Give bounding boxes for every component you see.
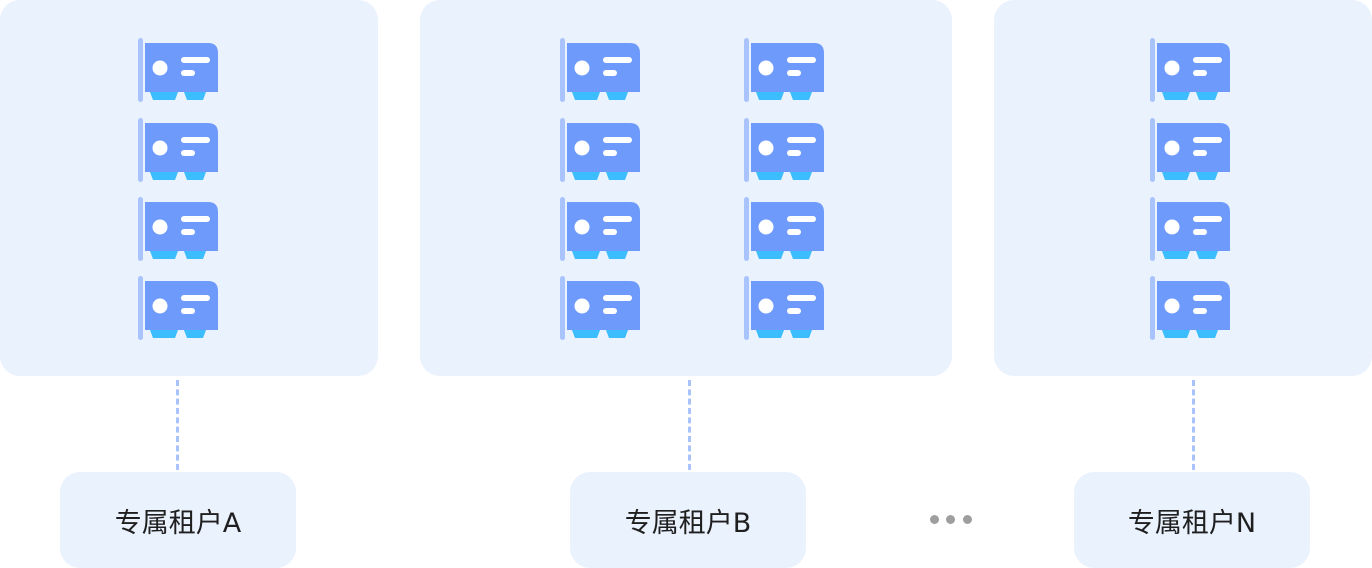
gpu-card-icon [744,276,826,342]
gpu-card-icon [560,197,642,263]
gpu-card-icon [744,197,826,263]
gpu-card-icon [1150,118,1232,184]
tenant-b-label: 专属租户B [570,472,806,568]
dot [963,515,972,524]
pool-b [420,0,952,376]
gpu-card-icon [1150,276,1232,342]
gpu-card-icon [744,118,826,184]
pool-n [994,0,1372,376]
connector-n [1192,380,1195,470]
gpu-card-icon [560,38,642,104]
gpu-card-icon [138,118,220,184]
dot [946,515,955,524]
connector-b [688,380,691,470]
tenant-a-label: 专属租户A [60,472,296,568]
connector-a [176,380,179,470]
gpu-card-icon [138,276,220,342]
gpu-card-icon [560,118,642,184]
gpu-card-icon [1150,38,1232,104]
gpu-card-icon [560,276,642,342]
tenant-n-label: 专属租户N [1074,472,1310,568]
dot [930,515,939,524]
gpu-card-icon [1150,197,1232,263]
gpu-card-icon [138,38,220,104]
pool-a [0,0,378,376]
gpu-card-icon [138,197,220,263]
gpu-card-icon [744,38,826,104]
